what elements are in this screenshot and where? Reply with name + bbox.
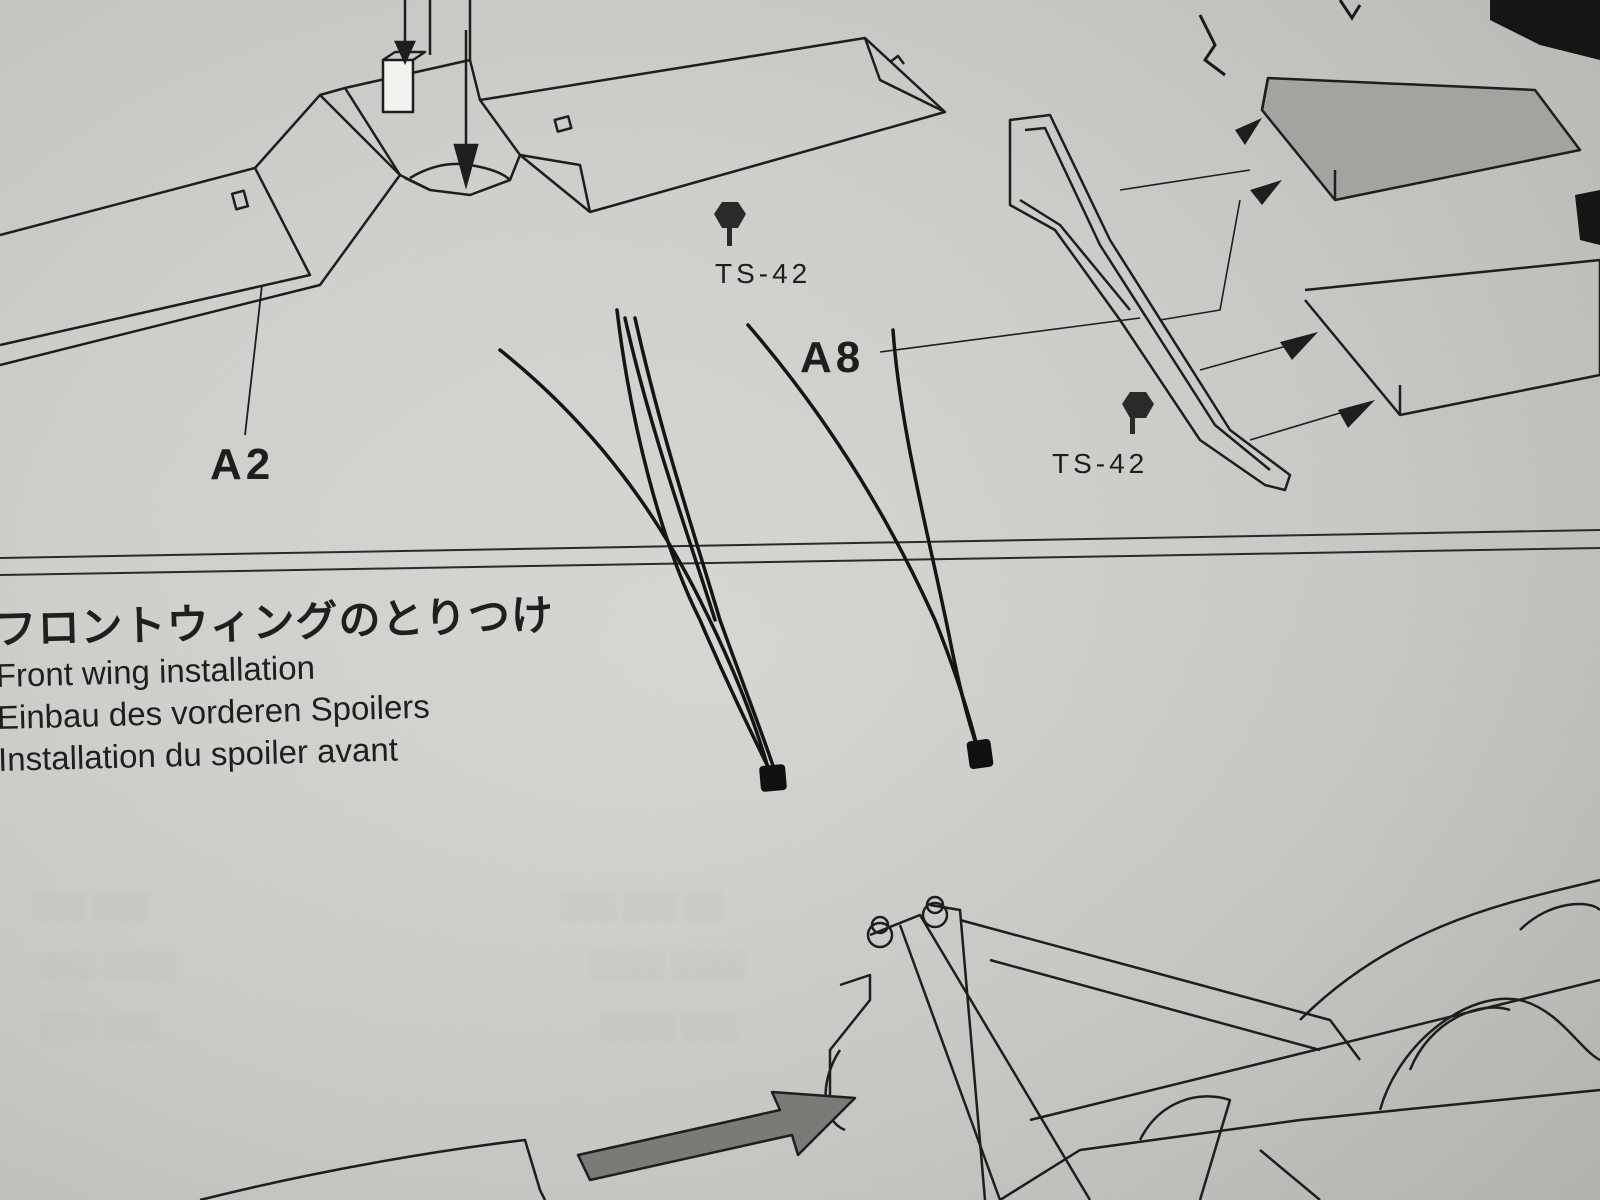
black-part-corner xyxy=(1490,0,1600,60)
part-label-a8: A8 xyxy=(800,333,865,382)
spoiler-part-drawing xyxy=(199,1138,547,1200)
paint-label-ts42-right: TS-42 xyxy=(1052,448,1149,479)
wire-harness-right xyxy=(746,323,980,752)
side-wing-drawing xyxy=(879,76,1600,492)
part-label-a2: A2 xyxy=(210,440,275,489)
assembly-arrows-top xyxy=(394,0,479,190)
black-part-edge xyxy=(1575,190,1600,245)
front-wing-drawing xyxy=(0,0,947,436)
car-body-drawing xyxy=(824,878,1600,1200)
debris-marks xyxy=(1198,0,1362,77)
section-heading: フロントウィングのとりつけ Front wing installation Ei… xyxy=(0,590,558,781)
wire-connector-left xyxy=(759,764,787,792)
wire-connector-right xyxy=(966,738,994,770)
section-divider xyxy=(0,529,1600,576)
wire-harness-left xyxy=(498,308,778,777)
assembly-arrows-right xyxy=(1235,118,1375,428)
assembly-arrow-large xyxy=(576,1090,857,1182)
paint-marker-icon xyxy=(714,202,1154,434)
paint-label-ts42-left: TS-42 xyxy=(715,258,812,289)
